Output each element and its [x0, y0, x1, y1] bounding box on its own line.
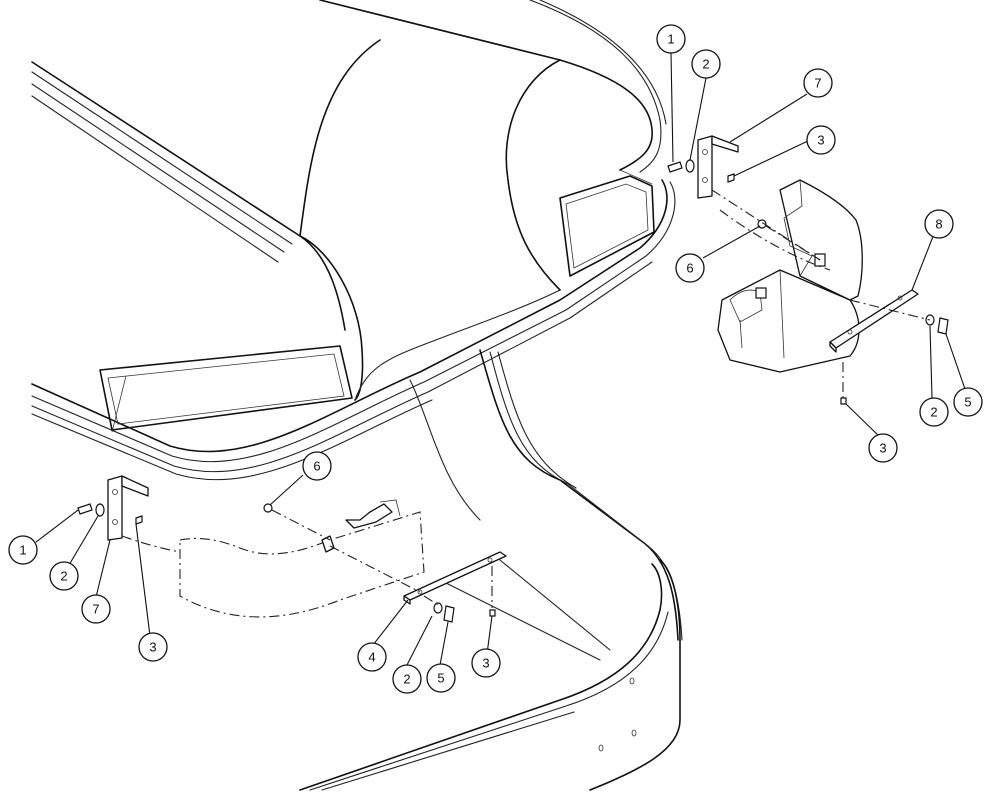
- top-mounting-bracket: [667, 135, 739, 199]
- svg-text:2: 2: [60, 569, 67, 584]
- callout-top-bracket-rivet: 3: [806, 125, 836, 155]
- top-mounting-strap: [757, 219, 949, 405]
- svg-text:3: 3: [149, 640, 156, 655]
- svg-text:6: 6: [686, 261, 693, 276]
- callout-left-bracket-rivet: 3: [138, 632, 168, 662]
- body-lower: [299, 349, 683, 791]
- callout-top-lamp-nut: 6: [675, 253, 705, 283]
- callout-top-bracket-screw: 1: [656, 24, 686, 54]
- top-strap-rivet: [840, 397, 847, 405]
- callout-left-strap-washer: 2: [392, 664, 422, 694]
- svg-text:3: 3: [817, 133, 824, 148]
- callout-left-bracket-screw: 1: [8, 535, 38, 565]
- svg-text:6: 6: [313, 459, 320, 474]
- callout-left-strap-screw: 5: [426, 663, 456, 693]
- callout-top-strap-rivet: 3: [868, 433, 898, 463]
- svg-text:1: 1: [19, 543, 26, 558]
- callout-balloons: 1 2 7 3 6 8 2 5 3 1 2 7 3 6 4 2 5 3: [8, 24, 983, 694]
- callout-left-bracket-washer: 2: [49, 561, 79, 591]
- svg-text:4: 4: [368, 650, 375, 665]
- callout-left-strap-rivet: 3: [471, 648, 501, 678]
- svg-text:7: 7: [92, 602, 99, 617]
- left-washer: [95, 503, 105, 517]
- left-mounting-strap: [263, 503, 507, 623]
- svg-text:5: 5: [964, 395, 971, 410]
- callout-top-strap-washer: 2: [919, 397, 949, 427]
- svg-text:3: 3: [879, 441, 886, 456]
- callout-top-bracket-washer: 2: [691, 49, 721, 79]
- top-washer: [685, 159, 695, 173]
- lamp-housing-left: [179, 511, 425, 618]
- svg-text:5: 5: [437, 671, 444, 686]
- left-strap-screw: [443, 605, 455, 623]
- callout-top-bracket: 7: [803, 68, 833, 98]
- leader-lines: [35, 52, 967, 666]
- svg-text:2: 2: [702, 57, 709, 72]
- svg-text:2: 2: [930, 405, 937, 420]
- left-mounting-bracket: [77, 475, 181, 553]
- svg-text:1: 1: [667, 32, 674, 47]
- callout-left-lamp-nut: 6: [302, 451, 332, 481]
- svg-text:3: 3: [482, 656, 489, 671]
- alignment-lines-left: [271, 509, 493, 608]
- alignment-lines-top: [711, 189, 931, 398]
- left-screw: [77, 503, 93, 515]
- svg-text:2: 2: [403, 672, 410, 687]
- left-rivet: [135, 515, 143, 525]
- top-rivet: [727, 173, 735, 183]
- roof-panel: [31, 0, 676, 481]
- callout-top-strap: 8: [924, 209, 954, 239]
- callout-top-strap-screw: 5: [953, 387, 983, 417]
- lamp-assembly-top: [717, 179, 863, 373]
- top-screw: [667, 161, 683, 173]
- callout-left-strap: 4: [357, 642, 387, 672]
- svg-text:7: 7: [814, 76, 821, 91]
- top-strap-screw: [937, 317, 949, 335]
- left-strap-washer: [433, 602, 443, 614]
- left-strap-rivet: [489, 609, 496, 617]
- callout-left-bracket: 7: [81, 594, 111, 624]
- left-nut: [263, 503, 273, 513]
- svg-text:8: 8: [935, 217, 942, 232]
- lamp-assembly-left: [179, 499, 425, 618]
